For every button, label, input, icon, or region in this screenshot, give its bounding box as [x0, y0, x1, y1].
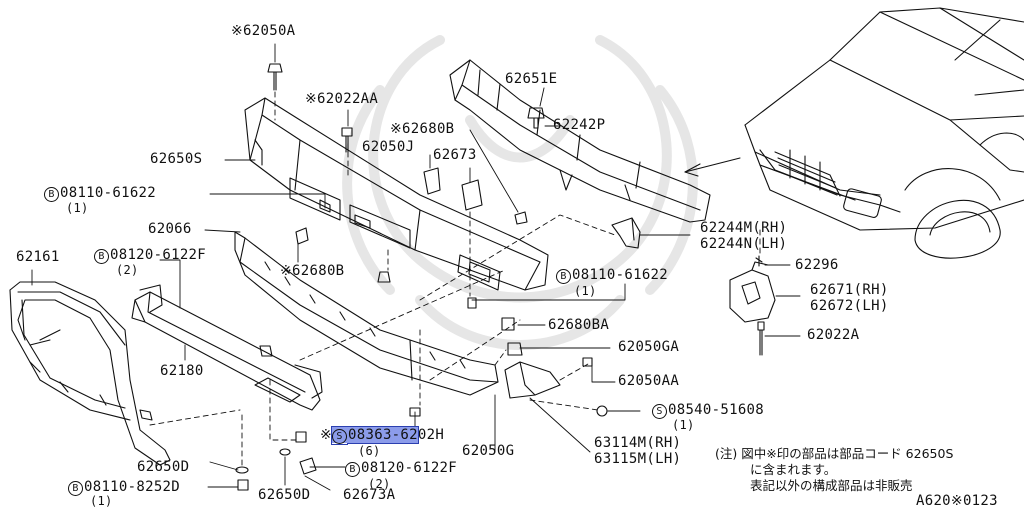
- label-62066: 62066: [148, 221, 192, 237]
- guard-62161: [9, 281, 171, 466]
- figure-code: A620※0123: [916, 493, 998, 509]
- qty-08120-6122F-b: (2): [368, 477, 391, 491]
- label-63114M: 63114M(RH): [594, 435, 682, 451]
- label-62650D-a: 62650D: [137, 459, 190, 475]
- qty-08110-61622-b: (1): [574, 284, 597, 298]
- label-62673: 62673: [433, 147, 477, 163]
- label-62050AA: 62050AA: [618, 373, 680, 389]
- note-line-1: (注) 図中※印の部品は部品コード 62650S: [715, 446, 954, 461]
- label-62680B-mid: ※62680B: [280, 263, 345, 279]
- note-line-2: に含まれます。: [750, 462, 837, 477]
- label-62680BA: 62680BA: [548, 317, 610, 333]
- qty-08110-8252D: (1): [90, 494, 113, 508]
- direction-arrow: [684, 157, 741, 177]
- label-62242P: 62242P: [553, 117, 606, 133]
- leader-lines: [31, 43, 801, 491]
- label-62672: 62672(LH): [810, 298, 889, 314]
- dashed-lines: [149, 91, 761, 466]
- label-62050G: 62050G: [462, 443, 515, 459]
- label-62680B-top: ※62680B: [390, 121, 455, 137]
- note-line-3: 表記以外の構成部品は非販売: [750, 478, 913, 493]
- qty-08540-51608: (1): [672, 418, 695, 432]
- label-62244N: 62244N(LH): [700, 236, 788, 252]
- bumper-62650S: [244, 97, 549, 291]
- label-62161: 62161: [16, 249, 60, 265]
- reinforcement-62242P: [449, 59, 711, 223]
- label-62050A: ※62050A: [231, 23, 296, 39]
- label-63115M: 63115M(LH): [594, 451, 682, 467]
- label-62650D-b: 62650D: [258, 487, 311, 503]
- label-62050J: 62050J: [362, 139, 415, 155]
- label-62050GA: 62050GA: [618, 339, 680, 355]
- spoiler-62066: [234, 231, 499, 396]
- clip-62050GA: [507, 342, 523, 356]
- label-62673A: 62673A: [343, 487, 396, 503]
- bracket-63114M: [504, 361, 561, 399]
- fasteners: [235, 63, 528, 491]
- label-62022A: 62022A: [807, 327, 860, 343]
- bolt-62022A: [757, 321, 765, 356]
- qty-08363-6202H: (6): [358, 444, 381, 458]
- label-62022AA: ※62022AA: [305, 91, 379, 107]
- vehicle-illustration: [744, 7, 1024, 259]
- label-62244M: 62244M(RH): [700, 220, 788, 236]
- pin-62296: [755, 255, 763, 267]
- qty-08120-6122F-a: (2): [116, 263, 139, 277]
- bracket-62671: [729, 261, 776, 323]
- bracket-62244: [611, 217, 641, 249]
- screw-08540: [596, 405, 608, 417]
- label-62671: 62671(RH): [810, 282, 889, 298]
- label-62651E: 62651E: [505, 71, 558, 87]
- member-62180: [131, 284, 323, 411]
- label-62650S: 62650S: [150, 151, 203, 167]
- label-62180: 62180: [160, 363, 204, 379]
- label-62296: 62296: [795, 257, 839, 273]
- qty-08110-61622-a: (1): [66, 201, 89, 215]
- clip-62651E: [527, 107, 545, 129]
